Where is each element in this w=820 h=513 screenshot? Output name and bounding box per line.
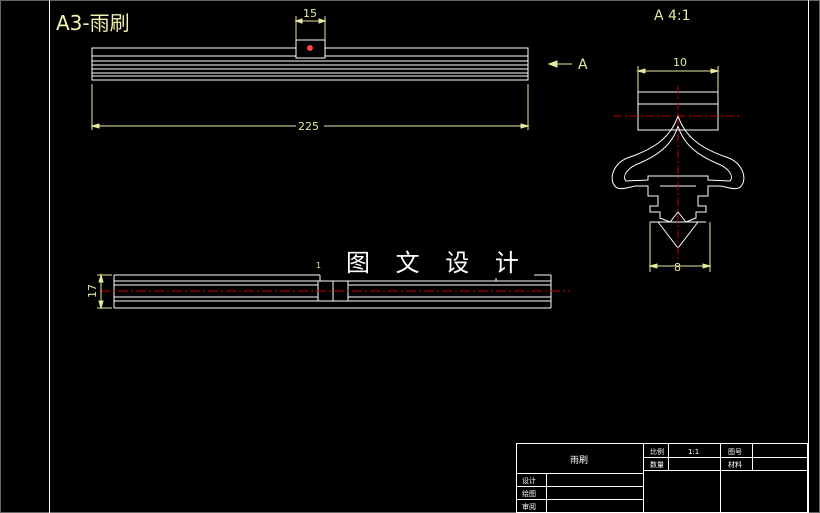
dim-15 bbox=[294, 16, 327, 40]
part-name: 雨刷 bbox=[570, 455, 588, 466]
quantity-label: 数量 bbox=[650, 460, 664, 469]
scale-value: 1:1 bbox=[688, 448, 699, 456]
clip-center-mark bbox=[307, 45, 313, 51]
material-label: 材料 bbox=[728, 460, 742, 469]
scale-label: 比例 bbox=[650, 447, 664, 456]
dim-225-text: 225 bbox=[298, 120, 319, 133]
title-block bbox=[516, 443, 808, 513]
small-mark: 1 bbox=[316, 261, 321, 270]
design-label: 设计 bbox=[522, 476, 536, 485]
dim-8 bbox=[648, 222, 712, 272]
title-block-texts: 雨刷 比例 1:1 图号 数量 材料 设计 绘图 审阅 bbox=[522, 447, 742, 511]
dim-17 bbox=[97, 273, 112, 310]
dim-15-text: 15 bbox=[303, 7, 317, 20]
view-arrow bbox=[547, 60, 572, 68]
dim-8-text: 8 bbox=[674, 261, 681, 274]
front-view bbox=[113, 274, 552, 309]
section-centerlines bbox=[614, 86, 742, 262]
dim-17-text: 17 bbox=[86, 284, 99, 298]
draw-label: 绘图 bbox=[522, 489, 536, 498]
review-label: 审阅 bbox=[522, 502, 536, 511]
section-view-label: A 4:1 bbox=[654, 8, 691, 24]
drawing-no-label: 图号 bbox=[728, 448, 742, 456]
view-marker-label: A bbox=[578, 57, 588, 73]
dim-225 bbox=[90, 84, 530, 130]
drawing-title: A3-雨刷 bbox=[56, 11, 130, 35]
dim-10 bbox=[636, 66, 720, 92]
watermark: 图 文 设 计 bbox=[340, 243, 534, 278]
top-view bbox=[91, 39, 529, 81]
dim-10-text: 10 bbox=[673, 56, 687, 69]
